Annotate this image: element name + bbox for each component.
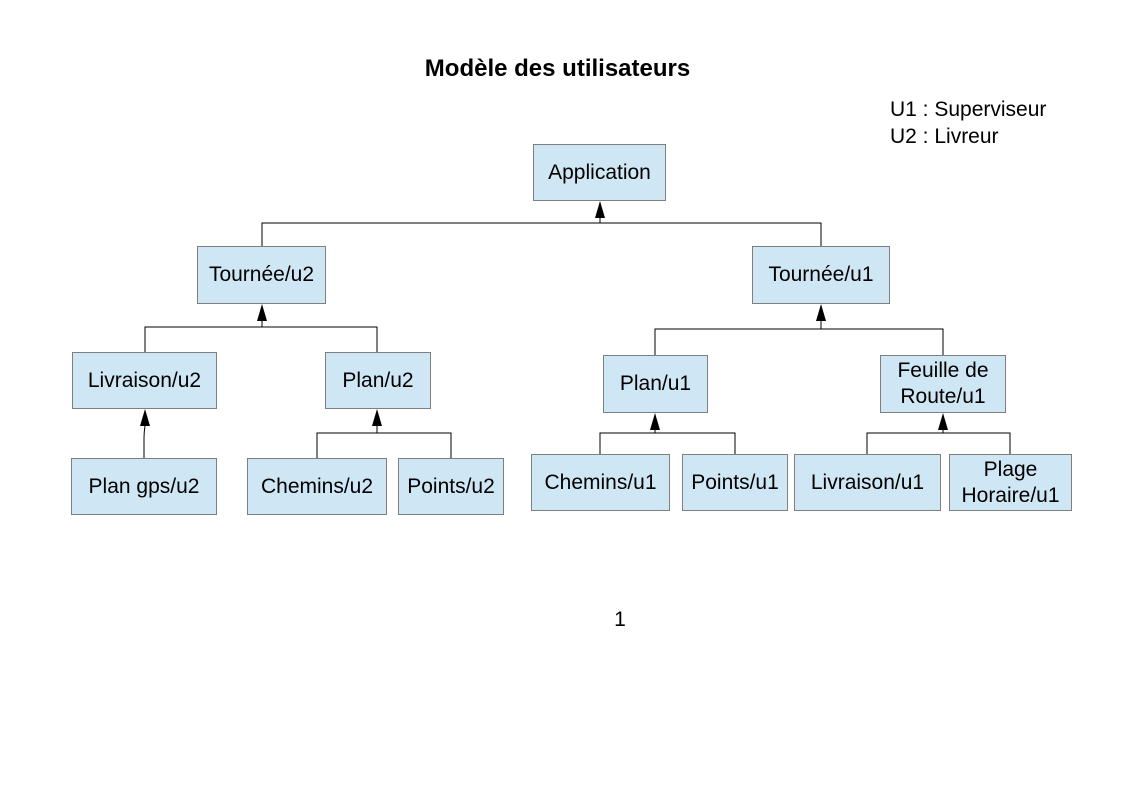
arrowhead-icon [140,409,150,426]
node-livraison-u1: Livraison/u1 [794,454,941,511]
diagram-title-text: Modèle des utilisateurs [424,55,691,82]
node-points-u2: Points/u2 [398,458,504,515]
connector-tournee-u2 [144,304,378,352]
arrowhead-icon [816,304,826,321]
connector-feuille-route-u1 [866,413,1011,454]
node-plan-u1: Plan/u1 [603,355,708,413]
node-tournee-u2: Tournée/u2 [197,246,326,304]
node-chemins-u2: Chemins/u2 [247,458,387,515]
node-tournee-u1: Tournée/u1 [752,246,890,304]
arrowhead-icon [650,413,660,430]
node-chemins-u1: Chemins/u1 [531,454,670,511]
legend-u1: U1 : Superviseur [890,98,1047,121]
arrowhead-icon [257,304,267,321]
diagram-title: Modèle des utilisateurs [0,54,1123,84]
legend: U1 : Superviseur U2 : Livreur [890,96,1046,150]
node-livraison-u2: Livraison/u2 [72,352,217,409]
node-application: Application [533,144,666,201]
arrowhead-icon [938,413,948,430]
connector-tournee-u1 [654,304,944,355]
connector-plan-u1 [599,413,736,454]
node-plan-gps-u2: Plan gps/u2 [71,458,217,515]
arrowhead-icon [595,201,605,218]
connector-application [261,201,822,246]
page-number: 1 [614,608,626,631]
connector-livraison-u2 [140,409,150,458]
node-points-u1: Points/u1 [682,454,788,511]
legend-u2: U2 : Livreur [890,125,999,148]
arrowhead-icon [372,409,382,426]
node-feuille-route-u1: Feuille de Route/u1 [880,355,1006,413]
connector-plan-u2 [316,409,452,458]
node-plage-horaire-u1: Plage Horaire/u1 [949,454,1072,511]
node-plan-u2: Plan/u2 [325,352,431,409]
